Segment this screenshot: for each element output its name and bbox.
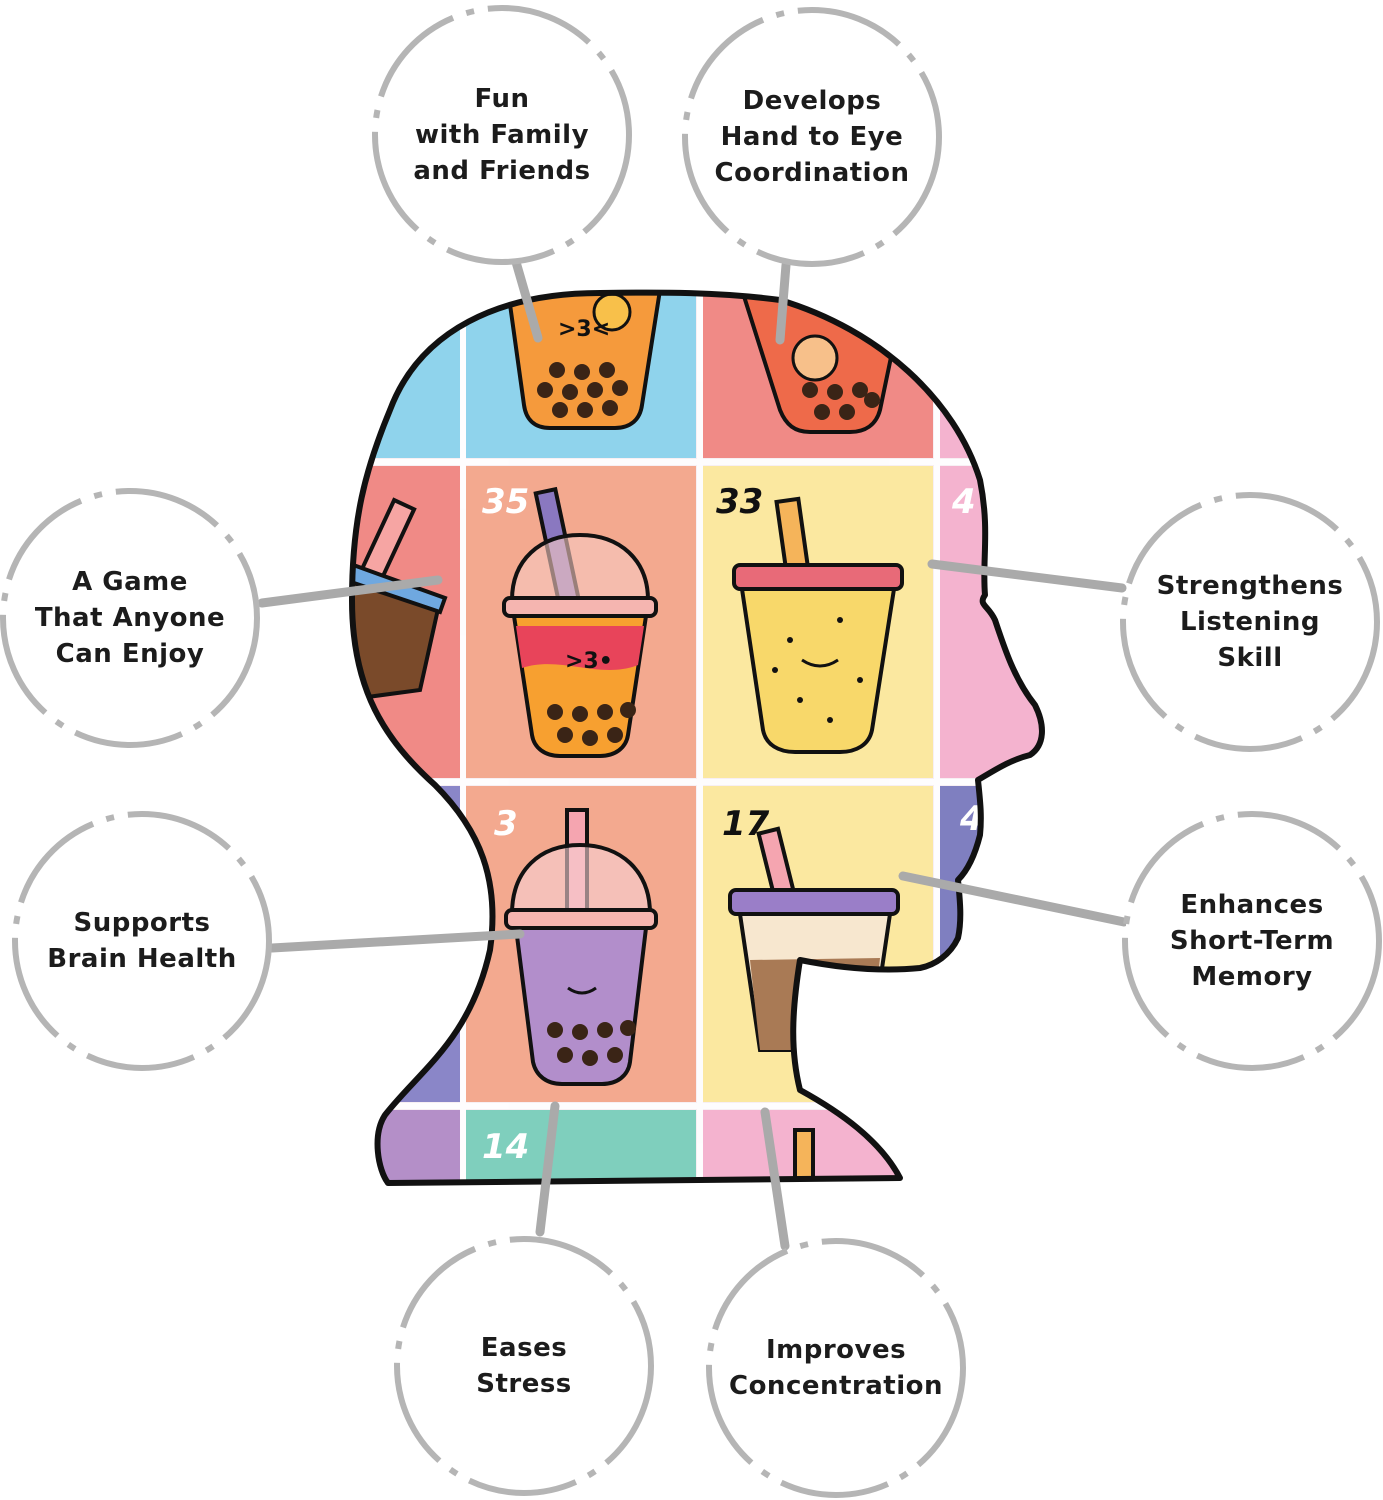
connector-lines xyxy=(257,257,1129,1251)
taro-boba-cup-icon xyxy=(504,808,658,1086)
bubble-label: Develops Hand to Eye Coordination xyxy=(714,86,910,188)
bubble-improves-concentration: Improves Concentration xyxy=(716,1248,956,1488)
ring-brain xyxy=(12,811,272,1071)
bubble-label: Supports Brain Health xyxy=(47,908,237,974)
bubble-anyone-can-enjoy: A Game That Anyone Can Enjoy xyxy=(10,498,250,738)
tile-number-35: 35 xyxy=(482,482,529,522)
bubble-rings xyxy=(0,5,1382,1498)
ring-concentration xyxy=(706,1238,966,1498)
bubble-label: Enhances Short-Term Memory xyxy=(1169,890,1335,992)
bubble-short-term-memory: Enhances Short-Term Memory xyxy=(1132,821,1372,1061)
connector-anyone xyxy=(257,575,443,608)
strawberry-cup-face: >3• xyxy=(565,649,613,674)
tile-lilac xyxy=(352,1110,460,1184)
bubble-hand-eye-coordination: Develops Hand to Eye Coordination xyxy=(692,17,932,257)
bubble-brain-health: Supports Brain Health xyxy=(22,821,262,1061)
ring-coordination xyxy=(682,7,942,267)
bubble-label: A Game That Anyone Can Enjoy xyxy=(34,567,226,669)
bubble-listening-skill: Strengthens Listening Skill xyxy=(1130,502,1370,742)
connector-brain xyxy=(267,929,525,953)
tile-number-33: 33 xyxy=(716,482,763,522)
bubble-label: Fun with Family and Friends xyxy=(413,84,591,186)
tile-number-3: 3 xyxy=(494,804,518,844)
ring-listening xyxy=(1120,492,1380,752)
tile-blue-left xyxy=(352,292,460,458)
connector-concentration xyxy=(760,1107,790,1251)
connector-memory xyxy=(898,871,1129,927)
tile-number-4-top: 4 xyxy=(951,482,976,522)
tile-14 xyxy=(466,1110,696,1184)
bubble-label: Eases Stress xyxy=(476,1333,572,1399)
connector-coordination xyxy=(775,260,791,345)
bubble-fun-with-family: Fun with Family and Friends xyxy=(382,15,622,255)
pink-straw-icon xyxy=(793,1128,815,1184)
orange-cup-face: >3< xyxy=(558,317,610,342)
ring-fun xyxy=(372,5,632,265)
ring-stress xyxy=(394,1236,654,1496)
ring-anyone xyxy=(0,488,260,748)
bubble-label: Strengthens Listening Skill xyxy=(1156,571,1344,673)
bubble-eases-stress: Eases Stress xyxy=(404,1246,644,1486)
bubble-label: Improves Concentration xyxy=(728,1335,944,1401)
connector-stress xyxy=(535,1101,560,1237)
tile-number-14: 14 xyxy=(482,1127,529,1167)
connector-fun xyxy=(511,257,543,343)
orange-boba-cup-icon: >3< xyxy=(505,292,663,430)
tile-pink-bottom xyxy=(703,1110,933,1184)
connector-listening xyxy=(927,559,1127,593)
strawberry-boba-cup-icon: >3• xyxy=(502,486,658,758)
ring-memory xyxy=(1122,811,1382,1071)
mango-boba-cup-icon xyxy=(732,496,904,754)
